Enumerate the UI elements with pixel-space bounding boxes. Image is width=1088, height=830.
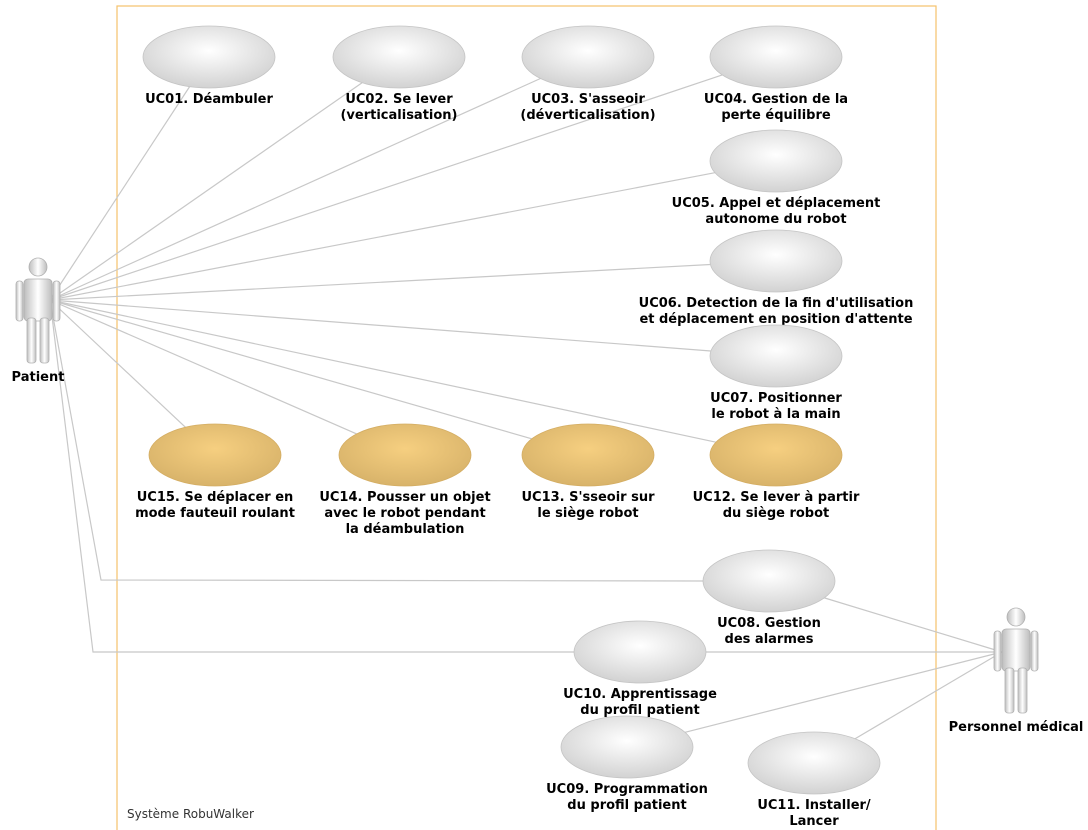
use-case-uc02[interactable]: UC02. Se lever(verticalisation) xyxy=(332,25,466,123)
use-case-label: (déverticalisation) xyxy=(520,108,655,123)
use-case-ellipse xyxy=(747,731,881,795)
association-patient-uc08 xyxy=(49,299,704,582)
use-case-label: UC04. Gestion de la xyxy=(704,92,848,107)
use-case-label: du siège robot xyxy=(723,506,830,521)
association-patient-uc12 xyxy=(49,299,717,443)
use-case-ellipse xyxy=(709,324,843,388)
use-case-ellipse xyxy=(560,715,694,779)
use-case-ellipse xyxy=(148,423,282,487)
use-case-label: perte équilibre xyxy=(721,108,831,123)
actor-patient[interactable]: Patient xyxy=(12,257,65,385)
association-patient-uc04 xyxy=(49,74,723,301)
use-case-label: Lancer xyxy=(789,814,839,829)
use-case-uc03[interactable]: UC03. S'asseoir(déverticalisation) xyxy=(520,25,656,123)
use-case-ellipse xyxy=(521,25,655,89)
use-case-uc06[interactable]: UC06. Detection de la fin d'utilisatione… xyxy=(639,229,914,327)
use-case-label: UC08. Gestion xyxy=(717,616,821,631)
use-case-label: UC14. Pousser un objet xyxy=(319,490,490,505)
use-case-label: UC09. Programmation xyxy=(546,782,708,797)
use-case-label: UC05. Appel et déplacement xyxy=(672,196,881,211)
use-case-uc01[interactable]: UC01. Déambuler xyxy=(142,25,276,107)
use-case-ellipse xyxy=(702,549,836,613)
association-staff-uc08 xyxy=(824,597,1003,653)
actor-label-personnel-medical: Personnel médical xyxy=(949,720,1084,735)
use-case-label: le robot à la main xyxy=(711,407,840,422)
use-case-label: UC07. Positionner xyxy=(710,391,842,406)
use-case-uc11[interactable]: UC11. Installer/Lancer xyxy=(747,731,881,829)
use-case-ellipse xyxy=(521,423,655,487)
actor-personnel-medical[interactable]: Personnel médical xyxy=(949,607,1084,735)
use-case-ellipse xyxy=(709,229,843,293)
use-case-label: UC03. S'asseoir xyxy=(531,92,645,107)
association-patient-uc10 xyxy=(49,299,574,653)
use-case-label: du profil patient xyxy=(567,798,686,813)
association-patient-uc15 xyxy=(49,299,186,428)
use-case-label: UC11. Installer/ xyxy=(757,798,871,813)
use-case-label: mode fauteuil roulant xyxy=(135,506,295,521)
use-case-label: et déplacement en position d'attente xyxy=(639,312,912,327)
association-staff-uc09 xyxy=(684,651,1003,733)
use-case-label: UC10. Apprentissage xyxy=(563,687,717,702)
patient-figure-icon xyxy=(15,257,61,364)
association-patient-uc13 xyxy=(49,299,532,440)
use-case-label: le siège robot xyxy=(537,506,638,521)
use-case-ellipse xyxy=(709,25,843,89)
use-case-ellipse xyxy=(709,129,843,193)
association-patient-uc07 xyxy=(49,299,711,352)
association-patient-uc05 xyxy=(49,172,715,301)
use-case-label: des alarmes xyxy=(725,632,814,647)
use-case-label: du profil patient xyxy=(580,703,699,718)
association-staff-uc11 xyxy=(854,651,1003,740)
use-case-ellipse xyxy=(142,25,276,89)
use-case-label: UC01. Déambuler xyxy=(145,92,273,107)
association-patient-uc06 xyxy=(49,263,711,301)
use-case-ellipse xyxy=(709,423,843,487)
use-case-label: (verticalisation) xyxy=(340,108,457,123)
association-patient-uc01 xyxy=(49,86,191,301)
association-patient-uc03 xyxy=(49,77,541,301)
use-case-label: avec le robot pendant xyxy=(324,506,485,521)
associations xyxy=(49,74,1003,740)
system-boundary xyxy=(116,5,937,830)
association-patient-uc14 xyxy=(49,299,357,435)
use-case-label: UC13. S'sseoir sur xyxy=(521,490,655,505)
use-cases: UC01. Déambuler UC02. Se lever(verticalis… xyxy=(135,25,914,829)
use-case-label: UC02. Se lever xyxy=(345,92,453,107)
use-case-label: UC06. Detection de la fin d'utilisation xyxy=(639,296,914,311)
use-case-ellipse xyxy=(573,620,707,684)
use-case-label: UC15. Se déplacer en xyxy=(137,490,294,505)
use-case-ellipse xyxy=(332,25,466,89)
staff-figure-icon xyxy=(993,607,1039,714)
association-patient-uc02 xyxy=(49,82,363,301)
use-case-label: autonome du robot xyxy=(705,212,846,227)
actor-label-patient: Patient xyxy=(12,370,65,385)
use-case-ellipse xyxy=(338,423,472,487)
use-case-label: la déambulation xyxy=(346,522,465,537)
system-name: Système RobuWalker xyxy=(127,807,254,821)
use-case-label: UC12. Se lever à partir xyxy=(693,490,860,505)
